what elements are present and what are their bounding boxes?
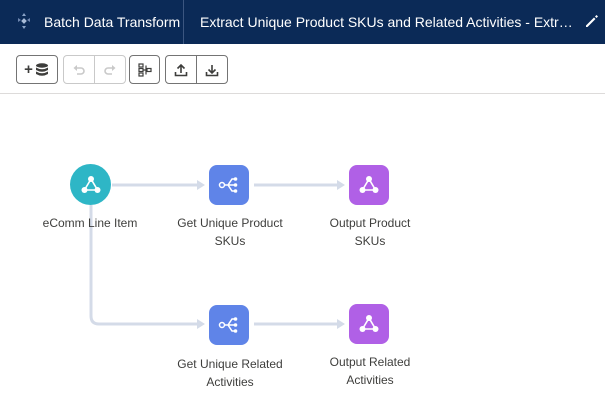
edges-layer [89,180,345,329]
node-label-line: SKUs [214,234,246,248]
undo-redo-group [63,55,126,84]
header-divider [183,0,184,44]
arrowhead-icon [337,180,345,190]
transform-icon [218,317,238,333]
redo-icon [104,64,116,75]
flow-title[interactable]: Extract Unique Product SKUs and Related … [200,14,574,30]
auto-layout-button[interactable] [129,55,160,84]
node-ecomm-line-item[interactable] [70,164,111,205]
upload-button[interactable] [166,56,196,83]
redo-button[interactable] [94,56,125,83]
node-label-line: Get Unique Related [177,357,283,371]
undo-icon [73,64,85,75]
download-icon [205,64,219,76]
arrowhead-icon [197,180,205,190]
node-label-line: SKUs [354,234,386,248]
auto-layout-icon [137,62,152,77]
output-icon [359,176,379,193]
node-label: Output Related Activities [305,353,435,389]
node-get-unique-product-skus[interactable] [209,165,249,205]
download-button[interactable] [196,56,227,83]
transform-icon [218,177,238,193]
add-plus-icon: + [24,61,33,78]
upload-download-group [165,55,228,84]
batch-transform-logo-icon [18,13,30,29]
toolbar: + [0,44,605,94]
node-label-line: Output Product [329,216,411,230]
node-label-line: Get Unique Product [177,216,283,230]
data-source-icon [81,175,100,193]
node-label: Get Unique Related Activities [165,355,295,391]
flow-canvas[interactable]: eComm Line Item Get Unique Product SKUs … [0,94,605,401]
add-datasource-icon [35,62,48,76]
node-label: Get Unique Product SKUs [165,214,295,250]
node-output-product-skus[interactable] [349,165,389,205]
app-title: Batch Data Transform [44,14,181,30]
node-label-line: Activities [206,375,254,389]
node-label-line: Output Related [329,355,411,369]
arrowhead-icon [197,319,205,329]
edit-pencil-icon[interactable] [584,13,600,29]
app-header: Batch Data Transform Extract Unique Prod… [0,0,605,44]
arrowhead-icon [337,319,345,329]
node-label: eComm Line Item [42,216,138,230]
edge-input-to-get-unique-related-activities [89,205,197,326]
upload-icon [174,63,188,76]
node-label-line: Activities [346,373,394,387]
node-get-unique-related-activities[interactable] [209,305,249,345]
output-icon [359,315,379,332]
node-output-related-activities[interactable] [349,304,389,344]
node-label: Output Product SKUs [305,214,435,250]
undo-button[interactable] [64,56,94,83]
add-input-button[interactable]: + [16,55,58,84]
